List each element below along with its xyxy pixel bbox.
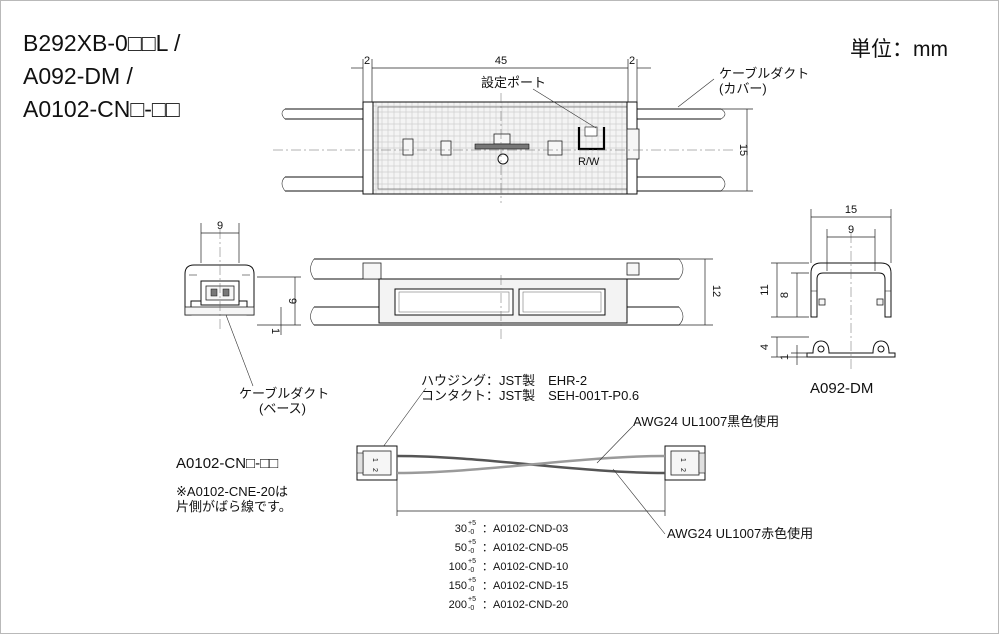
tolerance-minus: -0 [468, 548, 474, 555]
length-model: ：A0102-CND-05 [482, 542, 568, 554]
title-line-3: A0102-CN□-□□ [23, 96, 180, 122]
tolerance-minus: -0 [468, 567, 474, 574]
duct-cover-label-2: (カバー) [719, 81, 767, 96]
length-model: ：A0102-CND-10 [482, 561, 568, 573]
length-row: 100 +5 -0 ：A0102-CND-10 [449, 558, 569, 574]
housing-spec: ハウジング：JST製 EHR-2 [421, 373, 587, 388]
tolerance-plus: +5 [468, 539, 476, 546]
tolerance-plus: +5 [468, 558, 476, 565]
length-row: 30 +5 -0 ：A0102-CND-03 [455, 520, 568, 536]
dim-end-height: 9 [286, 298, 298, 304]
tolerance-plus: +5 [468, 577, 476, 584]
cable-note-2: 片側がばら線です。 [176, 499, 292, 514]
cable-note-1: ※A0102-CNE-20は [176, 484, 288, 499]
dim-total: 45 [495, 55, 507, 67]
cable-label: A0102-CN□-□□ [176, 455, 278, 472]
tolerance-plus: +5 [468, 596, 476, 603]
length-row: 200 +5 -0 ：A0102-CND-20 [449, 596, 569, 612]
dim-dm-11: 11 [759, 284, 771, 295]
unit-label: 単位：mm [850, 38, 948, 61]
awg-black-label: AWG24 UL1007黒色使用 [633, 414, 779, 429]
right-pin-2: 2 [679, 468, 686, 472]
length-model: ：A0102-CND-15 [482, 580, 568, 592]
right-pin-1: 1 [679, 458, 686, 462]
dm-view: 15 9 11 8 4 1 A092-DM [759, 204, 896, 397]
title-line-1: B292XB-0□□L / [23, 30, 181, 56]
length-row: 50 +5 -0 ：A0102-CND-05 [455, 539, 568, 555]
left-pin-2: 2 [371, 468, 378, 472]
top-view: 2 45 2 設定ポート R/W 15 ケーブルダクト (カバー) [273, 55, 809, 203]
length-value: 30 [455, 523, 467, 535]
dim-side-height: 12 [710, 285, 722, 297]
length-row: 150 +5 -0 ：A0102-CND-15 [449, 577, 569, 593]
cable-assembly: ハウジング：JST製 EHR-2 コンタクト：JST製 SEH-001T-P0.… [176, 373, 813, 541]
rw-label: R/W [578, 156, 600, 168]
left-pin-1: 1 [371, 458, 378, 462]
dim-left: 2 [364, 55, 370, 67]
dim-end-width: 9 [217, 220, 223, 232]
dm-label: A092-DM [810, 380, 873, 397]
duct-base-label-1: ケーブルダクト [239, 386, 329, 401]
dim-dm-inner-width: 9 [848, 224, 854, 236]
length-table: 30 +5 -0 ：A0102-CND-03 50 +5 -0 ：A0102-C… [449, 520, 569, 612]
dim-dm-8: 8 [779, 292, 791, 298]
dim-dm-outer-width: 15 [845, 204, 857, 216]
tolerance-minus: -0 [468, 605, 474, 612]
length-value: 150 [449, 580, 467, 592]
duct-cover-label-1: ケーブルダクト [719, 66, 809, 81]
awg-red-label: AWG24 UL1007赤色使用 [667, 526, 813, 541]
tolerance-plus: +5 [468, 520, 476, 527]
tolerance-minus: -0 [468, 586, 474, 593]
dim-dm-1: 1 [779, 354, 791, 360]
title-line-2: A092-DM / [23, 63, 134, 89]
length-value: 50 [455, 542, 467, 554]
side-view: 12 [310, 258, 722, 341]
dim-end-small: 1 [269, 328, 281, 334]
contact-spec: コンタクト：JST製 SEH-001T-P0.6 [421, 388, 639, 403]
length-model: ：A0102-CND-03 [482, 523, 568, 535]
end-view: 9 9 1 ケーブルダクト (ベース) [184, 220, 329, 416]
length-value: 200 [449, 599, 467, 611]
length-model: ：A0102-CND-20 [482, 599, 568, 611]
dim-right: 2 [629, 55, 635, 67]
tolerance-minus: -0 [468, 529, 474, 536]
dim-dm-4: 4 [759, 344, 771, 350]
dim-top-height: 15 [737, 144, 749, 156]
length-value: 100 [449, 561, 467, 573]
setting-port-label: 設定ポート [481, 75, 546, 90]
duct-base-label-2: (ベース) [259, 401, 306, 416]
